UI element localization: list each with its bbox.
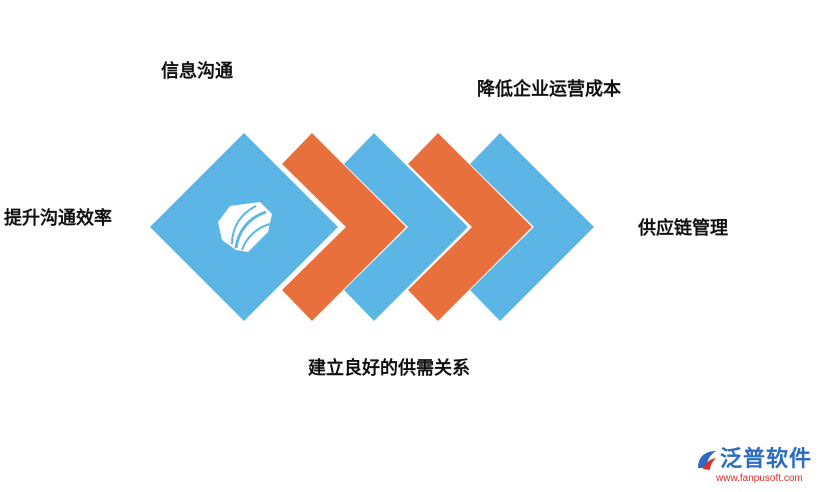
label-left: 提升沟通效率 [4,208,112,228]
label-top-left: 信息沟通 [161,61,233,81]
label-right: 供应链管理 [638,218,728,238]
orange-chevron-1 [282,133,406,321]
blue-chevron-1 [344,133,468,321]
label-top-right: 降低企业运营成本 [477,79,621,99]
brand-name: 泛普软件 [720,446,813,471]
blue-chevron-2 [470,133,594,321]
fanpu-logo-icon [698,451,716,470]
brand-watermark: 泛普软件 www.fanpusoft.com [694,446,822,488]
brand-url: www.fanpusoft.com [716,473,803,484]
label-bottom: 建立良好的供需关系 [308,358,470,378]
orange-chevron-2 [408,133,532,321]
feather-logo-icon [218,202,272,252]
